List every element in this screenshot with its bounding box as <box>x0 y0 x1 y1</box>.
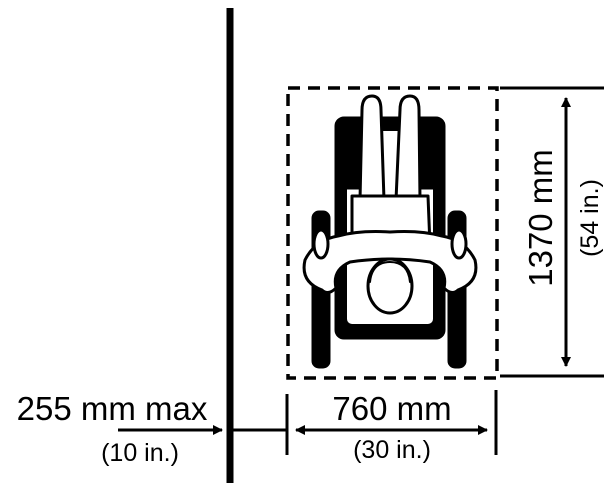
depth-metric-label: 1370 mm <box>522 149 559 287</box>
wheelchair-user-top-view-icon <box>302 94 478 369</box>
depth-imperial-label: (54 in.) <box>576 179 604 257</box>
side-clearance-imperial-label: (10 in.) <box>101 439 179 467</box>
side-clearance-dimension: 255 mm max (10 in.) <box>17 390 287 467</box>
width-dimension: 760 mm (30 in.) <box>285 390 498 464</box>
clear-floor-space-outline <box>286 86 499 380</box>
width-imperial-label: (30 in.) <box>353 436 431 464</box>
side-clearance-metric-label: 255 mm max <box>17 390 208 427</box>
width-metric-label: 760 mm <box>332 390 451 427</box>
depth-dimension: 1370 mm (54 in.) <box>500 86 604 378</box>
